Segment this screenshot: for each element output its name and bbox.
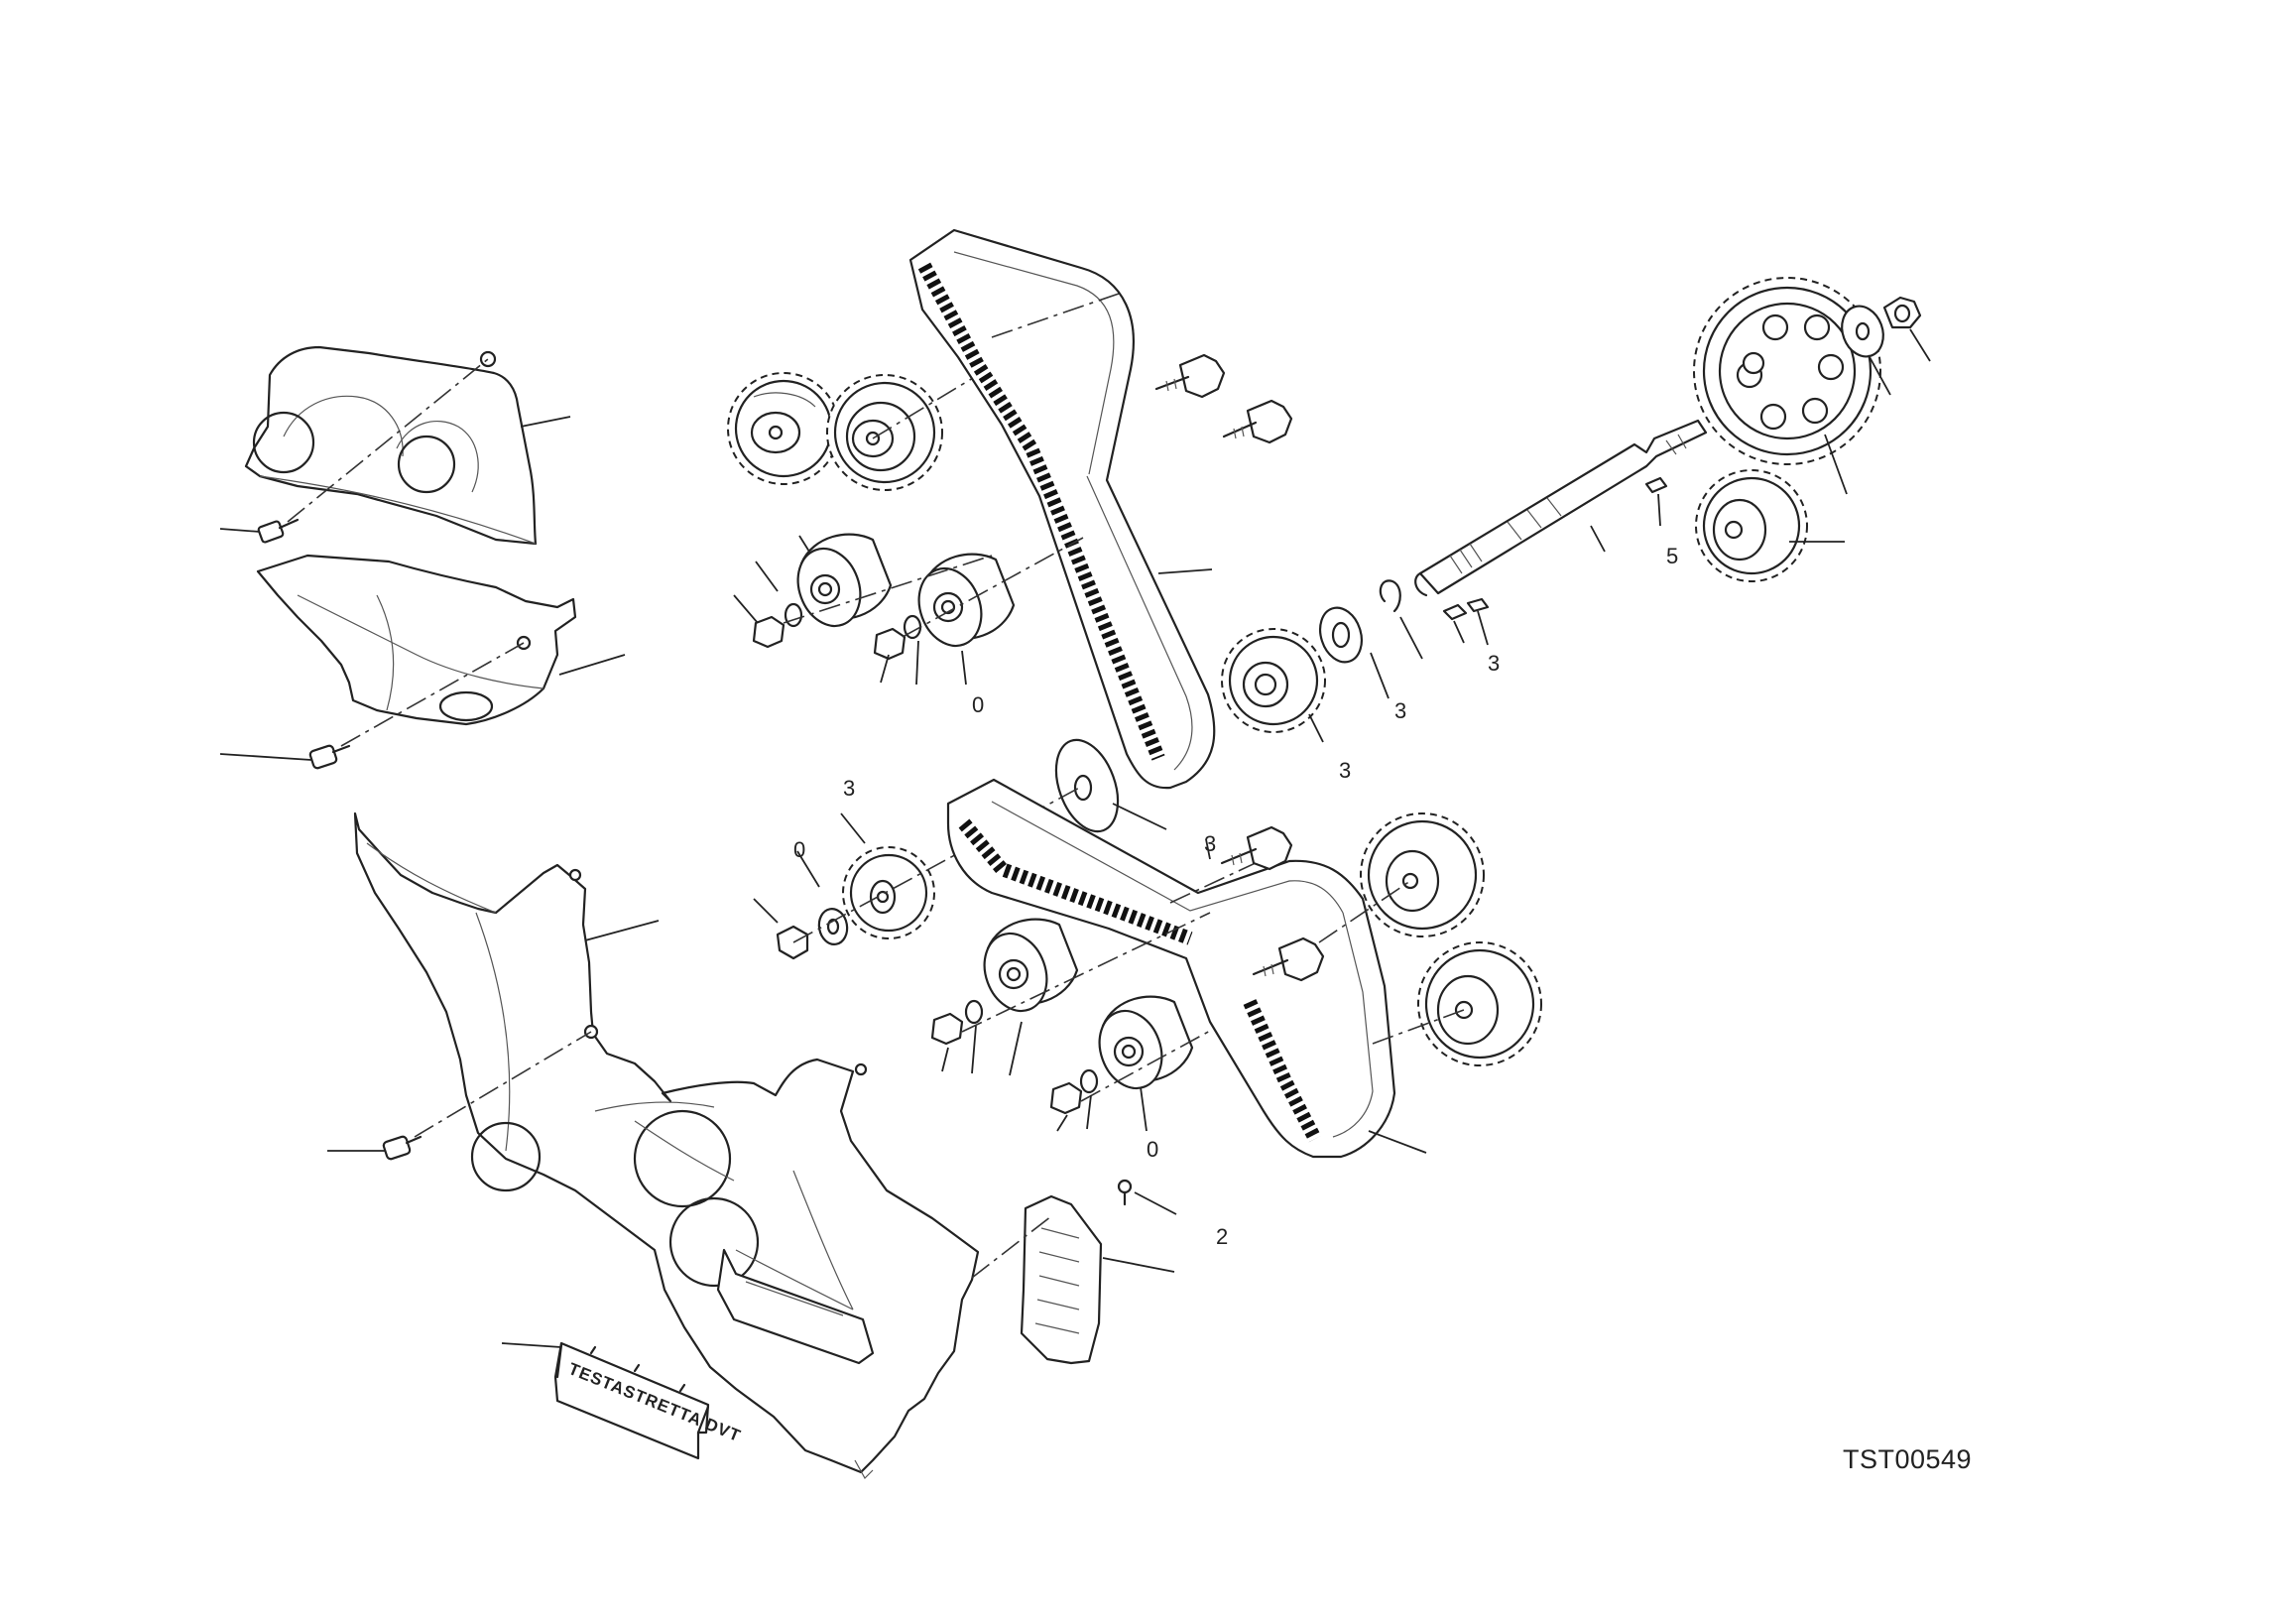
gear-washer xyxy=(1841,305,1884,358)
large-washer xyxy=(1054,738,1120,833)
idler-roller-1 xyxy=(796,533,893,628)
idler-roller-4 xyxy=(1098,995,1194,1090)
callout-label: 0 xyxy=(972,692,985,717)
lower-washer-nut xyxy=(776,908,849,960)
gear-nut xyxy=(1882,296,1922,329)
cam-pulley-lower-lower xyxy=(1417,941,1542,1066)
drawing-code: TST00549 xyxy=(1843,1444,1973,1474)
cover-plate xyxy=(1020,1194,1103,1365)
cam-pulley-upper-left xyxy=(727,372,840,485)
jackshaft xyxy=(1414,419,1708,597)
cover-screw-2 xyxy=(308,744,351,770)
upper-inner-belt-cover xyxy=(256,554,577,726)
callout-label: 0 xyxy=(1147,1137,1159,1162)
callout-label: 3 xyxy=(1339,758,1352,783)
idler-roller-2 xyxy=(917,553,1016,648)
cover-screw-1 xyxy=(257,518,300,544)
circlip xyxy=(1379,579,1401,613)
lower-tensioner-bolt-2 xyxy=(1252,936,1325,982)
callout-label: 3 xyxy=(843,776,856,801)
cam-pulley-lower-upper xyxy=(1360,812,1485,937)
keys xyxy=(1442,597,1490,621)
idler-roller-3 xyxy=(983,918,1079,1013)
spacer-washer xyxy=(1319,606,1363,664)
plate-screw xyxy=(1117,1179,1133,1206)
crank-pulley xyxy=(1221,628,1326,733)
lower-belt-cover xyxy=(353,812,980,1479)
upper-outer-belt-cover xyxy=(244,345,538,546)
jackshaft-key xyxy=(1644,476,1668,494)
washer-nut-set-2 xyxy=(930,999,1099,1115)
callout-label: 0 xyxy=(793,837,806,862)
lower-timing-belt xyxy=(946,778,1396,1159)
large-gear xyxy=(1693,277,1881,465)
small-gear xyxy=(1695,469,1808,582)
lower-crank-pulley xyxy=(842,846,935,939)
callout-label: 2 xyxy=(1216,1224,1229,1249)
upper-timing-belt xyxy=(908,228,1216,790)
cam-pulley-upper-right xyxy=(826,374,943,491)
callout-label: 3 xyxy=(1394,698,1407,723)
washer-nut-set-1 xyxy=(752,602,922,661)
cover-screw-3 xyxy=(382,1135,423,1161)
callout-label: 3 xyxy=(1488,651,1501,676)
lower-tensioner-bolt-1 xyxy=(1220,825,1293,871)
tensioner-bolt-1 xyxy=(1154,353,1226,399)
callout-label: 5 xyxy=(1666,544,1679,568)
callout-label: 3 xyxy=(1204,831,1217,856)
tensioner-bolt-2 xyxy=(1222,399,1293,444)
